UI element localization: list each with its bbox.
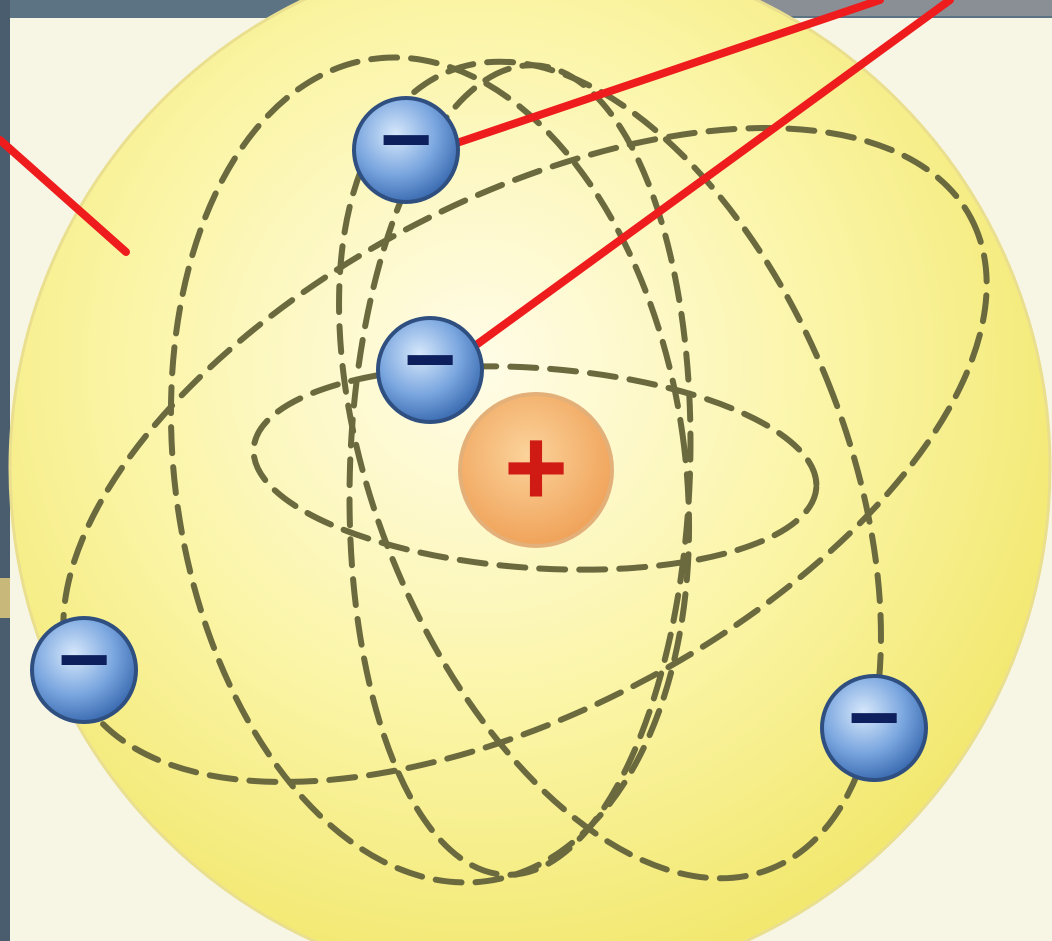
electron-sign: − — [58, 610, 111, 710]
nucleus-sign: + — [504, 406, 568, 529]
nucleus: + — [460, 394, 612, 546]
electron-sign: − — [404, 310, 457, 410]
electron-sign: − — [848, 668, 901, 768]
electron-sign: − — [380, 90, 433, 190]
